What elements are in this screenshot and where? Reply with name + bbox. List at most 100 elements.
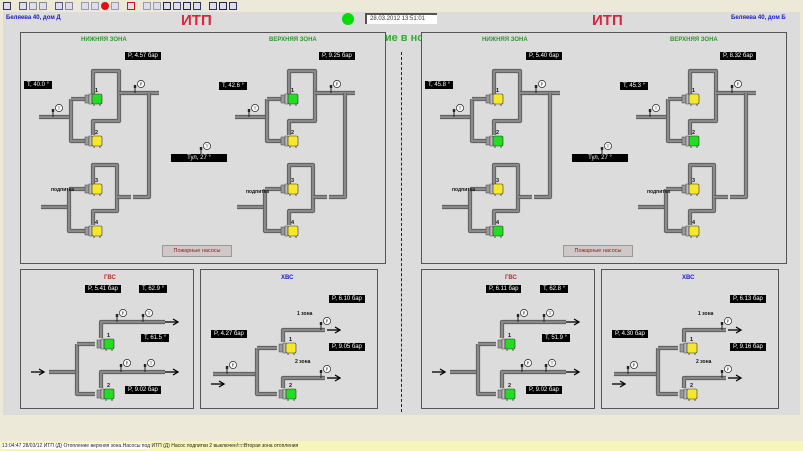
pump-2-on[interactable]: 2 <box>681 130 700 148</box>
pump-1-off[interactable]: 1 <box>681 88 700 106</box>
save-icon[interactable] <box>3 2 11 10</box>
print-icon[interactable] <box>111 2 119 10</box>
pressure-sensor-icon: P <box>133 80 145 93</box>
pipe <box>656 348 678 396</box>
datetime-display: 28.03.2012 13:51:01 <box>365 13 437 24</box>
view2-icon[interactable] <box>153 2 161 10</box>
view5-icon[interactable] <box>183 2 191 10</box>
street-temp-display: Тул, 27 ° <box>171 154 227 162</box>
svg-text:T: T <box>206 144 209 149</box>
pump-2-off[interactable]: 2 <box>84 130 103 148</box>
pump-1-on[interactable]: 1 <box>84 88 103 106</box>
street-temp-display: Тул, 27 ° <box>572 154 628 162</box>
forward-icon[interactable] <box>91 2 99 10</box>
svg-text:P: P <box>527 361 530 366</box>
pump-number: 3 <box>496 178 499 184</box>
svg-text:T: T <box>150 361 153 366</box>
pump-2-on[interactable]: 2 <box>278 383 297 401</box>
copy-icon[interactable] <box>29 2 37 10</box>
pump-3-off[interactable]: 3 <box>681 178 700 196</box>
window-icon[interactable] <box>193 2 201 10</box>
pipe <box>500 370 566 388</box>
pump-4-off[interactable]: 4 <box>280 220 299 238</box>
new-icon[interactable] <box>19 2 27 10</box>
pump-2-off[interactable]: 2 <box>280 130 299 148</box>
svg-text:P: P <box>126 361 129 366</box>
pump-number: 3 <box>291 178 294 184</box>
pump-3-off[interactable]: 3 <box>485 178 504 196</box>
pressure-sensor-icon: P <box>626 361 638 374</box>
pump-1-on[interactable]: 1 <box>497 333 516 351</box>
toolbar-separator <box>137 2 141 10</box>
fire-pumps-button[interactable]: Пожарные насосы <box>162 245 232 257</box>
toolbar-separator <box>121 2 125 10</box>
upper-zone-temp-display: T, 45.3 ° <box>620 82 649 90</box>
pipe <box>688 195 716 225</box>
pump-4-off[interactable]: 4 <box>681 220 700 238</box>
pump-3-off[interactable]: 3 <box>84 178 103 196</box>
flow-arrow-icon <box>432 368 447 376</box>
pipe <box>265 99 281 143</box>
pipe <box>133 93 151 199</box>
gvs-pressure-1-display: P, 6.11 бар <box>486 285 522 293</box>
pump-1-off[interactable]: 1 <box>278 337 297 355</box>
pump-3-off[interactable]: 3 <box>280 178 299 196</box>
view7-icon[interactable] <box>219 2 227 10</box>
pump-4-off[interactable]: 4 <box>84 220 103 238</box>
fire-pumps-button[interactable]: Пожарные насосы <box>563 245 633 257</box>
lower-zone-pressure-display: P, 5.40 бар <box>526 52 562 60</box>
info-icon[interactable] <box>127 2 135 10</box>
pressure-sensor-icon: P <box>720 365 732 378</box>
pipe <box>492 195 520 225</box>
pipe <box>91 107 121 135</box>
view8-icon[interactable] <box>229 2 237 10</box>
pipe <box>666 99 682 143</box>
pump-1-off[interactable]: 1 <box>485 88 504 106</box>
pump-2-off[interactable]: 2 <box>679 383 698 401</box>
view1-icon[interactable] <box>143 2 151 10</box>
left-address: Беляева 40, дом Д <box>6 15 61 21</box>
pump-4-on[interactable]: 4 <box>485 220 504 238</box>
right-address: Беляева 40, дом Б <box>731 15 786 21</box>
flow-arrow-icon <box>327 374 342 382</box>
pipe <box>688 69 718 107</box>
pump-1-on[interactable]: 1 <box>280 88 299 106</box>
view3-icon[interactable] <box>163 2 171 10</box>
paste-icon[interactable] <box>39 2 47 10</box>
view4-icon[interactable] <box>173 2 181 10</box>
upper-zone-pressure-display: P, 8.32 бар <box>720 52 756 60</box>
pump-2-on[interactable]: 2 <box>497 383 516 401</box>
pipe <box>664 189 682 233</box>
pump-number: 4 <box>95 220 99 226</box>
pipe <box>99 370 165 388</box>
flow-arrow-icon <box>165 368 180 376</box>
undo-icon[interactable] <box>55 2 63 10</box>
pump-number: 2 <box>496 130 499 136</box>
pump-2-on[interactable]: 2 <box>485 130 504 148</box>
svg-text:P: P <box>727 367 730 372</box>
hvs-inlet-pressure-display: P, 4.30 бар <box>612 330 648 338</box>
svg-text:P: P <box>140 82 143 87</box>
pump-number: 2 <box>508 383 511 389</box>
pump-1-off[interactable]: 1 <box>679 337 698 355</box>
hvs-zone2-label: 2 зона <box>295 359 311 365</box>
pipe <box>255 348 277 396</box>
upper-zone-title: ВЕРХНЯЯ ЗОНА <box>269 37 317 43</box>
status-bar[interactable]: 13:04:47 28/03/12 ИТП (Д) Отопление верх… <box>0 441 803 451</box>
stop-icon[interactable] <box>101 2 109 10</box>
pump-number: 1 <box>291 88 294 94</box>
svg-text:P: P <box>232 363 235 368</box>
gvs-pressure-2-display: P, 9.02 бар <box>526 386 562 394</box>
view6-icon[interactable] <box>209 2 217 10</box>
hvs-zone2-pressure-display: P, 9.16 бар <box>730 343 766 351</box>
pipe <box>281 328 325 342</box>
redo-icon[interactable] <box>65 2 73 10</box>
back-icon[interactable] <box>81 2 89 10</box>
svg-text:T: T <box>607 144 610 149</box>
pump-2-on[interactable]: 2 <box>96 383 115 401</box>
status-message-prefix: 13:04:47 28/03/12 ИТП (Д) Отопление верх… <box>2 443 151 449</box>
pump-1-on[interactable]: 1 <box>96 333 115 351</box>
toolbar-separator <box>49 2 53 10</box>
